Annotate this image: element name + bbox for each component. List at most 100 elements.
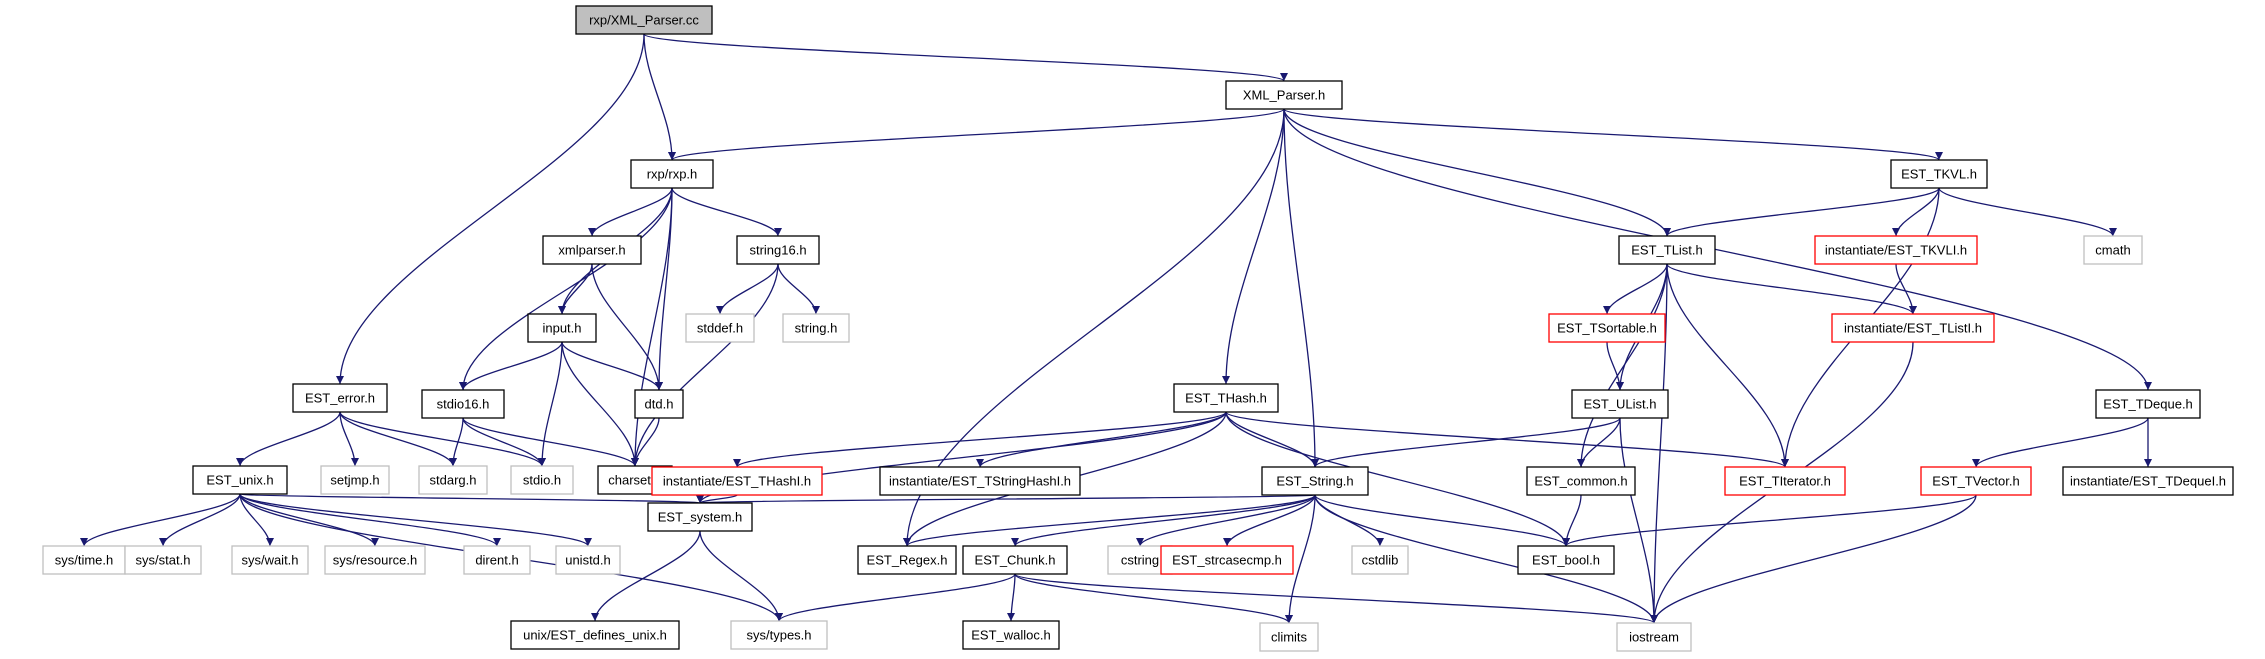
- node-insttlist[interactable]: instantiate/EST_TListI.h: [1831, 313, 1995, 343]
- edge-rxph-to-charset: [631, 187, 673, 467]
- node-xmlparserh[interactable]: XML_Parser.h: [1225, 80, 1343, 110]
- node-label: cmath: [2095, 243, 2130, 258]
- node-label: climits: [1271, 630, 1308, 645]
- node-label: dirent.h: [475, 553, 518, 568]
- node-label: rxp/rxp.h: [647, 167, 698, 182]
- node-label: instantiate/EST_TDequeI.h: [2070, 474, 2226, 489]
- node-esttvector[interactable]: EST_TVector.h: [1920, 466, 2032, 496]
- node-label: EST_Regex.h: [867, 553, 948, 568]
- node-label: cstdlib: [1362, 553, 1399, 568]
- node-box: [124, 545, 202, 575]
- node-dirent: dirent.h: [463, 545, 531, 575]
- node-stdarg: stdarg.h: [418, 465, 488, 495]
- edge-esttkvl-to-esttlist: [1663, 187, 1940, 237]
- node-estsystem[interactable]: EST_system.h: [647, 502, 753, 532]
- node-label: stdio16.h: [437, 397, 490, 412]
- edge-estulist-to-iostream: [1619, 417, 1658, 624]
- edge-estulist-to-estcommon: [1577, 417, 1621, 468]
- node-eststrcase[interactable]: EST_strcasecmp.h: [1160, 545, 1294, 575]
- edge-esthash-to-esttiter: [1225, 411, 1789, 468]
- node-systypes: sys/types.h: [730, 620, 828, 650]
- node-insttkvli[interactable]: instantiate/EST_TKVLI.h: [1814, 235, 1978, 265]
- node-box: [1920, 466, 2032, 496]
- node-estcommon[interactable]: EST_common.h: [1526, 466, 1636, 496]
- edge-eststring-to-estregex: [903, 494, 1316, 547]
- edge-xmlparserh-to-esthash: [1222, 108, 1285, 385]
- node-box: [1618, 235, 1716, 265]
- node-box: [418, 465, 488, 495]
- node-label: EST_error.h: [305, 391, 375, 406]
- edge-string16-to-charset: [631, 263, 779, 467]
- node-label: unix/EST_defines_unix.h: [523, 628, 667, 643]
- node-estunix[interactable]: EST_unix.h: [192, 465, 288, 495]
- nodes-layer: rxp/XML_Parser.ccXML_Parser.hrxp/rxp.hES…: [42, 5, 2234, 652]
- edge-estunix-to-sysstat: [159, 493, 241, 547]
- edge-estunix-to-syswait: [239, 493, 274, 547]
- node-stdio16[interactable]: stdio16.h: [421, 389, 505, 419]
- node-input[interactable]: input.h: [527, 313, 597, 343]
- node-esttdeque[interactable]: EST_TDeque.h: [2095, 389, 2201, 419]
- node-box: [1351, 545, 1409, 575]
- node-label: EST_common.h: [1534, 474, 1627, 489]
- edge-esttlist-to-iostream: [1650, 263, 1668, 624]
- node-systime: sys/time.h: [42, 545, 126, 575]
- node-esttsort[interactable]: EST_TSortable.h: [1548, 313, 1666, 343]
- node-label: sys/time.h: [55, 553, 114, 568]
- node-insttdeque[interactable]: instantiate/EST_TDequeI.h: [2062, 466, 2234, 496]
- node-insthashs[interactable]: instantiate/EST_TStringHashI.h: [879, 466, 1081, 496]
- node-estwalloc[interactable]: EST_walloc.h: [962, 620, 1060, 650]
- node-xmlparser[interactable]: xmlparser.h: [542, 235, 642, 265]
- node-cmath: cmath: [2083, 235, 2143, 265]
- node-insthash[interactable]: instantiate/EST_THashI.h: [651, 466, 823, 496]
- node-label: EST_THash.h: [1185, 391, 1267, 406]
- edge-string16-to-stddef: [716, 263, 779, 315]
- node-string16[interactable]: string16.h: [736, 235, 820, 265]
- node-box: [782, 313, 850, 343]
- node-box: [1616, 622, 1692, 652]
- edge-estsystem-to-estdefunix: [591, 530, 701, 622]
- edge-root-to-rxph: [643, 33, 676, 161]
- node-eststring[interactable]: EST_String.h: [1261, 466, 1369, 496]
- node-estchunk[interactable]: EST_Chunk.h: [962, 545, 1068, 575]
- node-label: rxp/XML_Parser.cc: [589, 13, 699, 28]
- node-unistd: unistd.h: [555, 545, 621, 575]
- node-esttkvl[interactable]: EST_TKVL.h: [1890, 159, 1988, 189]
- node-esttlist[interactable]: EST_TList.h: [1618, 235, 1716, 265]
- node-esthash[interactable]: EST_THash.h: [1173, 383, 1279, 413]
- node-box: [1225, 80, 1343, 110]
- node-estregex[interactable]: EST_Regex.h: [857, 545, 957, 575]
- node-box: [651, 466, 823, 496]
- edge-input-to-dtd: [561, 341, 663, 391]
- node-estdefunix[interactable]: unix/EST_defines_unix.h: [510, 620, 680, 650]
- node-esttiter[interactable]: EST_TIterator.h: [1724, 466, 1846, 496]
- node-root[interactable]: rxp/XML_Parser.cc: [575, 5, 713, 35]
- node-box: [320, 465, 390, 495]
- node-label: EST_UList.h: [1584, 397, 1657, 412]
- edge-esttlist-to-estcommon: [1577, 263, 1668, 468]
- node-box: [192, 465, 288, 495]
- node-box: [1160, 545, 1294, 575]
- edge-esterror-to-estunix: [236, 411, 341, 467]
- node-esterror[interactable]: EST_error.h: [292, 383, 388, 413]
- node-dtd[interactable]: dtd.h: [634, 389, 684, 419]
- node-label: instantiate/EST_THashI.h: [663, 474, 811, 489]
- node-estbool[interactable]: EST_bool.h: [1517, 545, 1615, 575]
- node-label: xmlparser.h: [558, 243, 625, 258]
- edge-xmlparserh-to-esttkvl: [1283, 108, 1943, 161]
- node-label: stdarg.h: [430, 473, 477, 488]
- edge-estchunk-to-iostream: [1014, 573, 1658, 624]
- node-climits: climits: [1259, 622, 1319, 652]
- node-label: string16.h: [749, 243, 806, 258]
- node-estulist[interactable]: EST_UList.h: [1571, 389, 1669, 419]
- node-box: [1517, 545, 1615, 575]
- edge-esterror-to-stdio: [339, 411, 546, 467]
- node-box: [1814, 235, 1978, 265]
- node-label: stdio.h: [523, 473, 561, 488]
- edge-estunix-to-estsystem: [239, 493, 703, 504]
- node-box: [1259, 622, 1319, 652]
- node-box: [2095, 389, 2201, 419]
- node-rxph[interactable]: rxp/rxp.h: [630, 159, 714, 189]
- edge-rxph-to-stdio16: [459, 187, 673, 391]
- edge-estulist-to-eststring: [1311, 417, 1621, 468]
